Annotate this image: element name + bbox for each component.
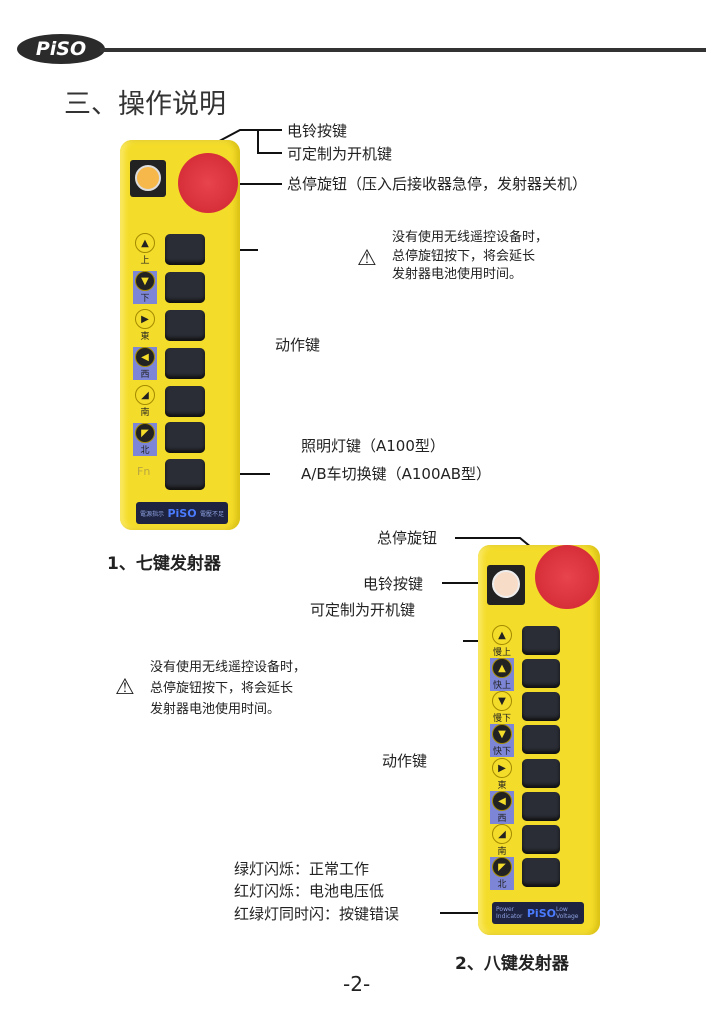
fn-key-label-1: 照明灯键（A100型） — [301, 437, 445, 455]
fn-key-label-2: A/B车切换键（A100AB型） — [301, 465, 492, 483]
bell-note: 可定制为开机键 — [287, 145, 393, 163]
action-key-6[interactable] — [522, 792, 560, 821]
emergency-stop-knob[interactable] — [535, 545, 599, 609]
action-key-6[interactable] — [165, 422, 205, 453]
warning-line: 发射器电池使用时间。 — [392, 267, 523, 282]
key-icon-west: ◀西 — [133, 347, 157, 380]
header-rule — [100, 48, 706, 52]
bell-label: 电铃按键 — [363, 575, 424, 593]
action-key-2[interactable] — [522, 659, 560, 688]
action-key-7[interactable] — [522, 825, 560, 854]
warning-line: 总停旋钮按下，将会延长 — [150, 681, 294, 696]
stop-label: 总停旋钮（压入后接收器急停，发射器关机） — [287, 175, 588, 193]
page-number: -2- — [343, 972, 371, 996]
key-icon-east: ▶東 — [490, 758, 514, 791]
action-key-1[interactable] — [522, 626, 560, 655]
action-key-8[interactable] — [522, 858, 560, 887]
fn-label: Fn — [137, 465, 151, 478]
key-icon-north: ◤北 — [490, 857, 514, 890]
key-icon-slow-up: ▲慢上 — [490, 625, 514, 658]
key-icon-down: ▼下 — [133, 271, 157, 304]
key-icon-west: ◀西 — [490, 791, 514, 824]
section-title: 三、操作说明 — [64, 89, 226, 120]
eight-key-caption: 2、八键发射器 — [455, 954, 569, 974]
action-keys-label: 动作键 — [382, 752, 428, 770]
fn-key[interactable] — [165, 459, 205, 490]
key-icon-south: ◢南 — [133, 385, 157, 418]
action-key-4[interactable] — [165, 348, 205, 379]
led-note: 红灯闪烁：电池电压低 — [234, 882, 385, 900]
key-icon-fast-up: ▲快上 — [490, 658, 514, 691]
action-key-3[interactable] — [522, 692, 560, 721]
action-key-4[interactable] — [522, 725, 560, 754]
warning-icon: ⚠ — [357, 246, 377, 271]
bell-label: 电铃按键 — [287, 122, 348, 140]
stop-label: 总停旋钮 — [377, 529, 438, 547]
key-icon-slow-down: ▼慢下 — [490, 691, 514, 724]
action-keys-label: 动作键 — [275, 336, 321, 354]
key-icon-east: ▶東 — [133, 309, 157, 342]
bell-button[interactable] — [130, 160, 166, 197]
key-icon-up: ▲上 — [133, 233, 157, 266]
warning-line: 没有使用无线遥控设备时， — [392, 230, 549, 245]
emergency-stop-knob[interactable] — [178, 153, 238, 213]
bell-button[interactable] — [487, 565, 525, 605]
warning-line: 没有使用无线遥控设备时， — [150, 660, 307, 675]
led-note: 红绿灯同时闪：按键错误 — [234, 905, 400, 923]
led-note: 绿灯闪烁：正常工作 — [234, 860, 370, 878]
action-key-1[interactable] — [165, 234, 205, 265]
action-key-3[interactable] — [165, 310, 205, 341]
action-key-5[interactable] — [522, 759, 560, 788]
piso-logo: PiSO — [17, 34, 105, 64]
bell-note: 可定制为开机键 — [310, 601, 416, 619]
warning-icon: ⚠ — [115, 675, 135, 700]
key-icon-south: ◢南 — [490, 824, 514, 857]
key-icon-north: ◤北 — [133, 423, 157, 456]
seven-key-caption: 1、七键发射器 — [107, 554, 221, 574]
action-key-5[interactable] — [165, 386, 205, 417]
key-icon-fast-down: ▼快下 — [490, 724, 514, 757]
action-key-2[interactable] — [165, 272, 205, 303]
warning-line: 发射器电池使用时间。 — [150, 702, 281, 717]
warning-line: 总停旋钮按下，将会延长 — [392, 249, 536, 264]
